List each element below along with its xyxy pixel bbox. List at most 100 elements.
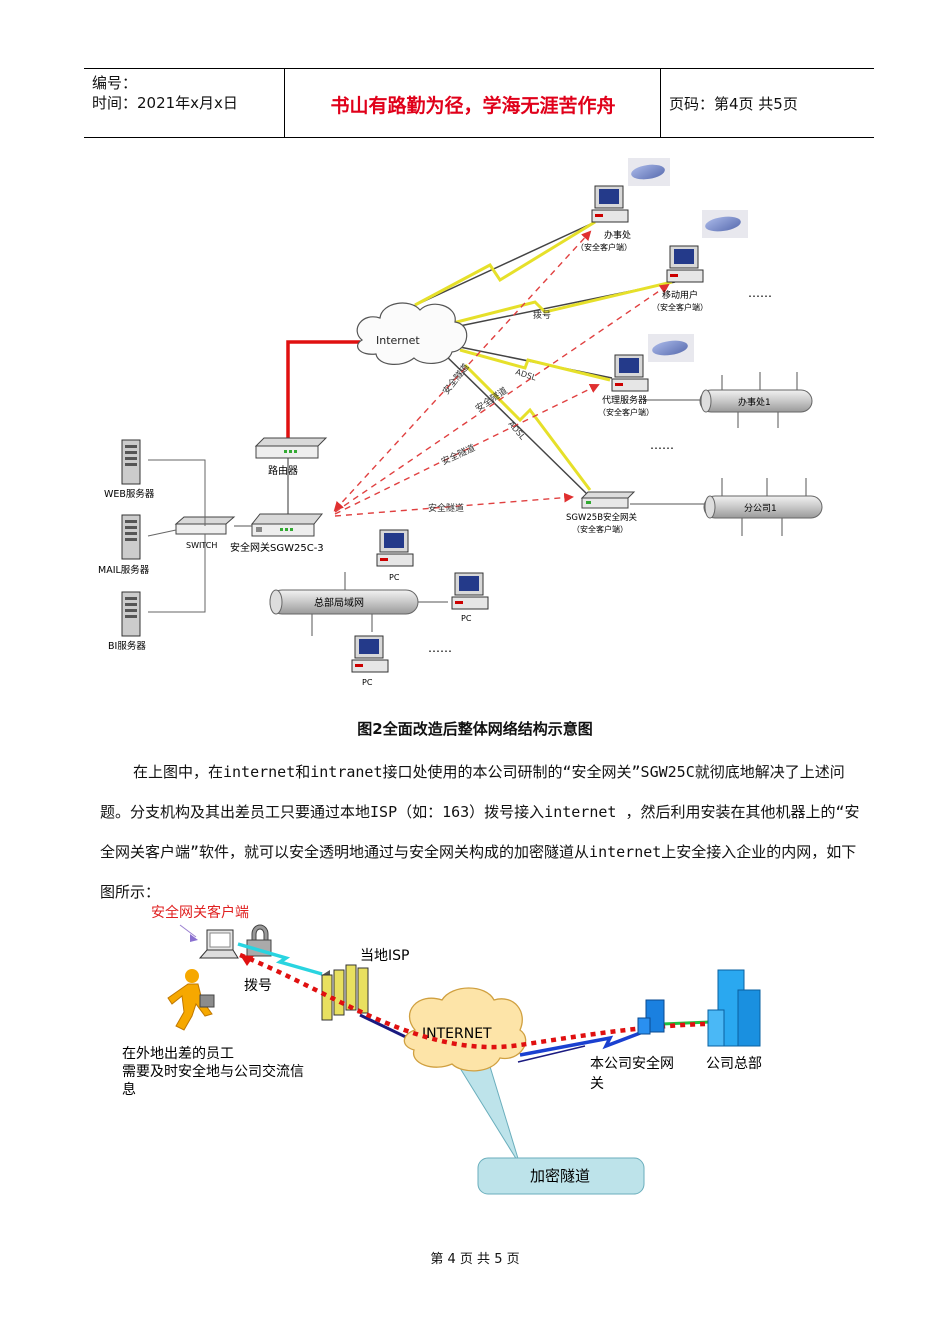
page-header: 编号： 时间：2021年x月x日 书山有路勤为径，学海无涯苦作舟 页码：第4页 …: [84, 68, 874, 138]
time-label: 时间：2021年x月x日: [92, 94, 238, 112]
ellipsis: ……: [428, 641, 452, 655]
pc-icon: [451, 572, 489, 610]
computer-icon: [666, 245, 704, 283]
page-label: 页码：第4页 共5页: [669, 95, 798, 113]
pc-icon: [376, 529, 414, 567]
tunnel-arrow: [240, 955, 254, 966]
hq-lan-pipe: 总部局域网: [269, 572, 448, 636]
branch-lan-pipe: 分公司1: [703, 478, 823, 536]
gateway-label: 安全网关SGW25C-3: [230, 541, 324, 554]
isp-server-icon: [321, 964, 369, 1021]
tunnel-callout: [477, 1157, 645, 1195]
page-footer: 第 4 页 共 5 页: [430, 1252, 520, 1267]
remote-access-diagram: 安全网关客户端 当地ISP 拨号 INTERNET: [122, 904, 762, 1195]
internet-cloud: INTERNET: [403, 987, 527, 1072]
dial-label: 拨号: [533, 309, 551, 321]
office-lan-pipe: 办事处1: [699, 372, 813, 428]
gateway-link-thin: [517, 1045, 586, 1063]
tunnel-label: 安全隧道: [428, 502, 464, 514]
pc-label: PC: [362, 678, 373, 687]
server-link: [148, 534, 206, 613]
branch-net-label: 分公司1: [744, 503, 777, 514]
dial-label: 拨号: [244, 978, 272, 994]
server-icon: [121, 591, 141, 637]
employee-note-line3: 息: [122, 1081, 136, 1098]
branch-gw-label: SGW25B安全网关: [566, 512, 638, 523]
bi-server-label: BI服务器: [108, 640, 146, 652]
gateway-link: [519, 1028, 649, 1057]
tunnel-label: 安全隧道: [439, 442, 477, 468]
figure-caption: 图2全面改造后整体网络结构示意图: [357, 720, 593, 738]
adsl-label: ADSL: [506, 420, 527, 442]
mobile-label: 移动用户: [662, 289, 698, 301]
tunnel-proxy: [334, 384, 600, 515]
isp-label: 当地ISP: [360, 948, 409, 964]
ellipsis: ……: [650, 438, 674, 452]
router-uplink: [286, 340, 360, 445]
proxy-label: 代理服务器: [602, 394, 647, 406]
ellipsis: ……: [748, 286, 772, 300]
usb-key-icon: [628, 158, 670, 186]
usb-key-icon: [648, 334, 694, 362]
dial-lightning: [237, 942, 323, 976]
hq-lan-label: 总部局域网: [314, 596, 364, 609]
paragraph-text: 在上图中，在internet和intranet接口处使用的本公司研制的“安全网关…: [100, 763, 860, 901]
computer-icon: [591, 185, 629, 223]
lightning-mobile: [444, 280, 673, 327]
server-link: [147, 529, 177, 537]
employee-note-line2: 需要及时安全地与公司交流信: [122, 1063, 304, 1080]
tunnel-office: [333, 230, 592, 512]
mobile-sub-label: （安全客户端）: [652, 302, 708, 312]
pc-label: PC: [461, 614, 472, 623]
web-server-label: WEB服务器: [104, 488, 155, 500]
branch-gateway-device: [580, 491, 636, 509]
computer-icon: [611, 354, 649, 392]
header-motto: 书山有路勤为径，学海无涯苦作舟: [330, 95, 616, 117]
office-label: 办事处: [604, 229, 631, 241]
internet-cloud: Internet: [356, 302, 468, 365]
lightning-branch: [463, 363, 592, 491]
adsl-label: ADSL: [514, 367, 537, 382]
client-pointer-arrow: [190, 934, 198, 942]
building-icon: [707, 969, 761, 1047]
mail-server-label: MAIL服务器: [98, 564, 150, 576]
client-label: 安全网关客户端: [151, 904, 249, 921]
encrypted-tunnel: [239, 952, 706, 1050]
tunnel-mobile: [334, 283, 670, 513]
router-device: 路由器: [254, 437, 328, 477]
branch-gw-sub-label: （安全客户端）: [572, 524, 628, 534]
tunnel-label: 加密隧道: [530, 1167, 590, 1185]
gateway-label-line2: 关: [590, 1076, 604, 1092]
internet-label: INTERNET: [422, 1026, 492, 1042]
laptop-icon: [198, 929, 239, 959]
switch-label: SWITCH: [186, 541, 217, 550]
number-label: 编号：: [92, 74, 138, 92]
tunnel-callout-tail: [454, 1059, 521, 1166]
hq-gateway-device: [250, 513, 324, 537]
server-icon: [121, 514, 141, 560]
usb-key-icon: [702, 210, 748, 238]
gateway-label-line1: 本公司安全网: [590, 1055, 674, 1072]
pc-icon: [351, 635, 389, 673]
proxy-sub-label: （安全客户端）: [598, 407, 654, 417]
office-sub-label: （安全客户端）: [576, 242, 632, 252]
hq-label: 公司总部: [706, 1056, 762, 1072]
person-icon: [167, 969, 215, 1031]
server-link: [148, 459, 206, 526]
header-divider: [284, 69, 286, 137]
office-net-label: 办事处1: [738, 396, 771, 408]
network-diagram: 安全隧道 安全隧道 安全隧道 安全隧道 拨号 ADSL ADSL Interne…: [98, 158, 823, 687]
client-pointer: [179, 924, 197, 938]
tunnel-branch: [334, 492, 574, 517]
header-left-cell: 编号： 时间：2021年x月x日: [92, 73, 238, 113]
internet-label: Internet: [376, 334, 420, 347]
server-icon: [121, 439, 141, 485]
router-label: 路由器: [268, 464, 298, 477]
body-paragraph: 在上图中，在internet和intranet接口处使用的本公司研制的“安全网关…: [100, 752, 860, 912]
employee-note-line1: 在外地出差的员工: [122, 1046, 234, 1062]
tunnel-label: 安全隧道: [473, 384, 510, 414]
isp-link: [359, 1013, 413, 1042]
header-divider: [660, 69, 662, 137]
gateway-icon: [637, 999, 665, 1035]
pc-label: PC: [389, 573, 400, 582]
